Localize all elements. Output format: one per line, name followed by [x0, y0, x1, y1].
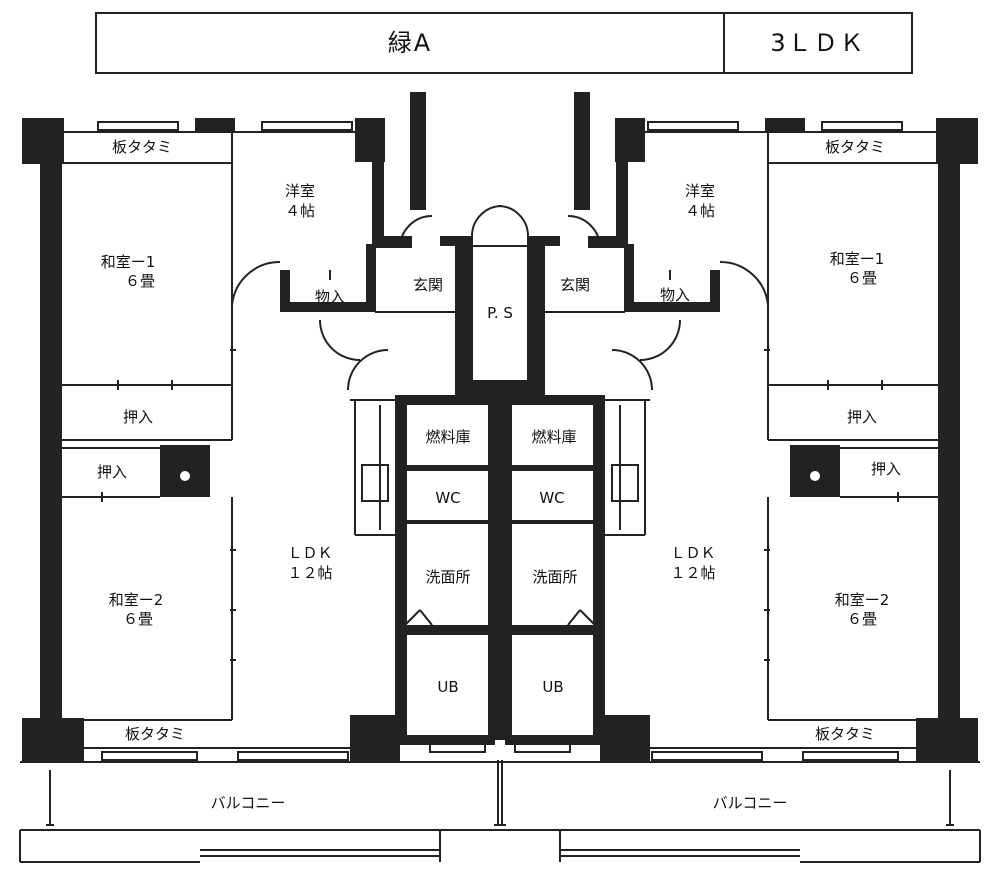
oshiire-right-2: 押入: [871, 460, 901, 478]
oshiire-left-2: 押入: [97, 463, 127, 481]
genkan-right: 玄関: [560, 276, 590, 294]
ldk-left-size: １２帖: [287, 564, 332, 582]
wc-left: WC: [435, 489, 460, 507]
ps-shaft: [471, 245, 529, 383]
unit-name: 緑A: [387, 29, 433, 57]
washitsu2-left-size: ６畳: [123, 610, 153, 628]
ps-label: P. S: [487, 304, 513, 322]
senmenjo-left: 洗面所: [425, 568, 470, 586]
ldk-left-name: ＬＤＫ: [287, 544, 332, 562]
itatatami-bottom-right: 板タタミ: [815, 725, 875, 743]
nenryouko-right: 燃料庫: [531, 428, 576, 446]
youshitsu-left-name: 洋室: [285, 182, 315, 200]
washitsu1-left-name: 和室ー1: [101, 253, 156, 271]
monoire-right: 物入: [660, 286, 690, 304]
itatatami-top-right: 板タタミ: [825, 138, 885, 156]
oshiire-left-1: 押入: [123, 408, 153, 426]
washitsu1-left-size: ６畳: [125, 272, 155, 290]
youshitsu-left-size: ４帖: [285, 202, 315, 220]
wc-right: WC: [539, 489, 564, 507]
ldk-right-size: １２帖: [670, 564, 715, 582]
itatatami-bottom-left: 板タタミ: [125, 725, 185, 743]
washitsu1-right-size: ６畳: [847, 269, 877, 287]
right-unit: [497, 91, 981, 863]
ub-left: UB: [437, 678, 458, 696]
washitsu1-right-name: 和室ー1: [830, 250, 885, 268]
ub-right: UB: [542, 678, 563, 696]
left-unit: [19, 91, 503, 863]
nenryouko-left: 燃料庫: [425, 428, 470, 446]
layout-type-box: 3ＬＤＫ: [723, 12, 913, 74]
youshitsu-right-name: 洋室: [685, 182, 715, 200]
balcony-left: バルコニー: [211, 794, 286, 812]
balcony-right: バルコニー: [713, 794, 788, 812]
genkan-left: 玄関: [413, 276, 443, 294]
unit-name-box: 緑A: [95, 12, 725, 74]
washitsu2-right-name: 和室ー2: [835, 591, 890, 609]
monoire-left: 物入: [315, 288, 345, 306]
senmenjo-right: 洗面所: [532, 568, 577, 586]
washitsu2-right-size: ６畳: [847, 610, 877, 628]
washitsu2-left-name: 和室ー2: [109, 591, 164, 609]
ldk-right-name: ＬＤＫ: [670, 544, 715, 562]
itatatami-top-left: 板タタミ: [112, 138, 172, 156]
layout-type: 3ＬＤＫ: [770, 29, 866, 57]
oshiire-right-1: 押入: [847, 408, 877, 426]
youshitsu-right-size: ４帖: [685, 202, 715, 220]
